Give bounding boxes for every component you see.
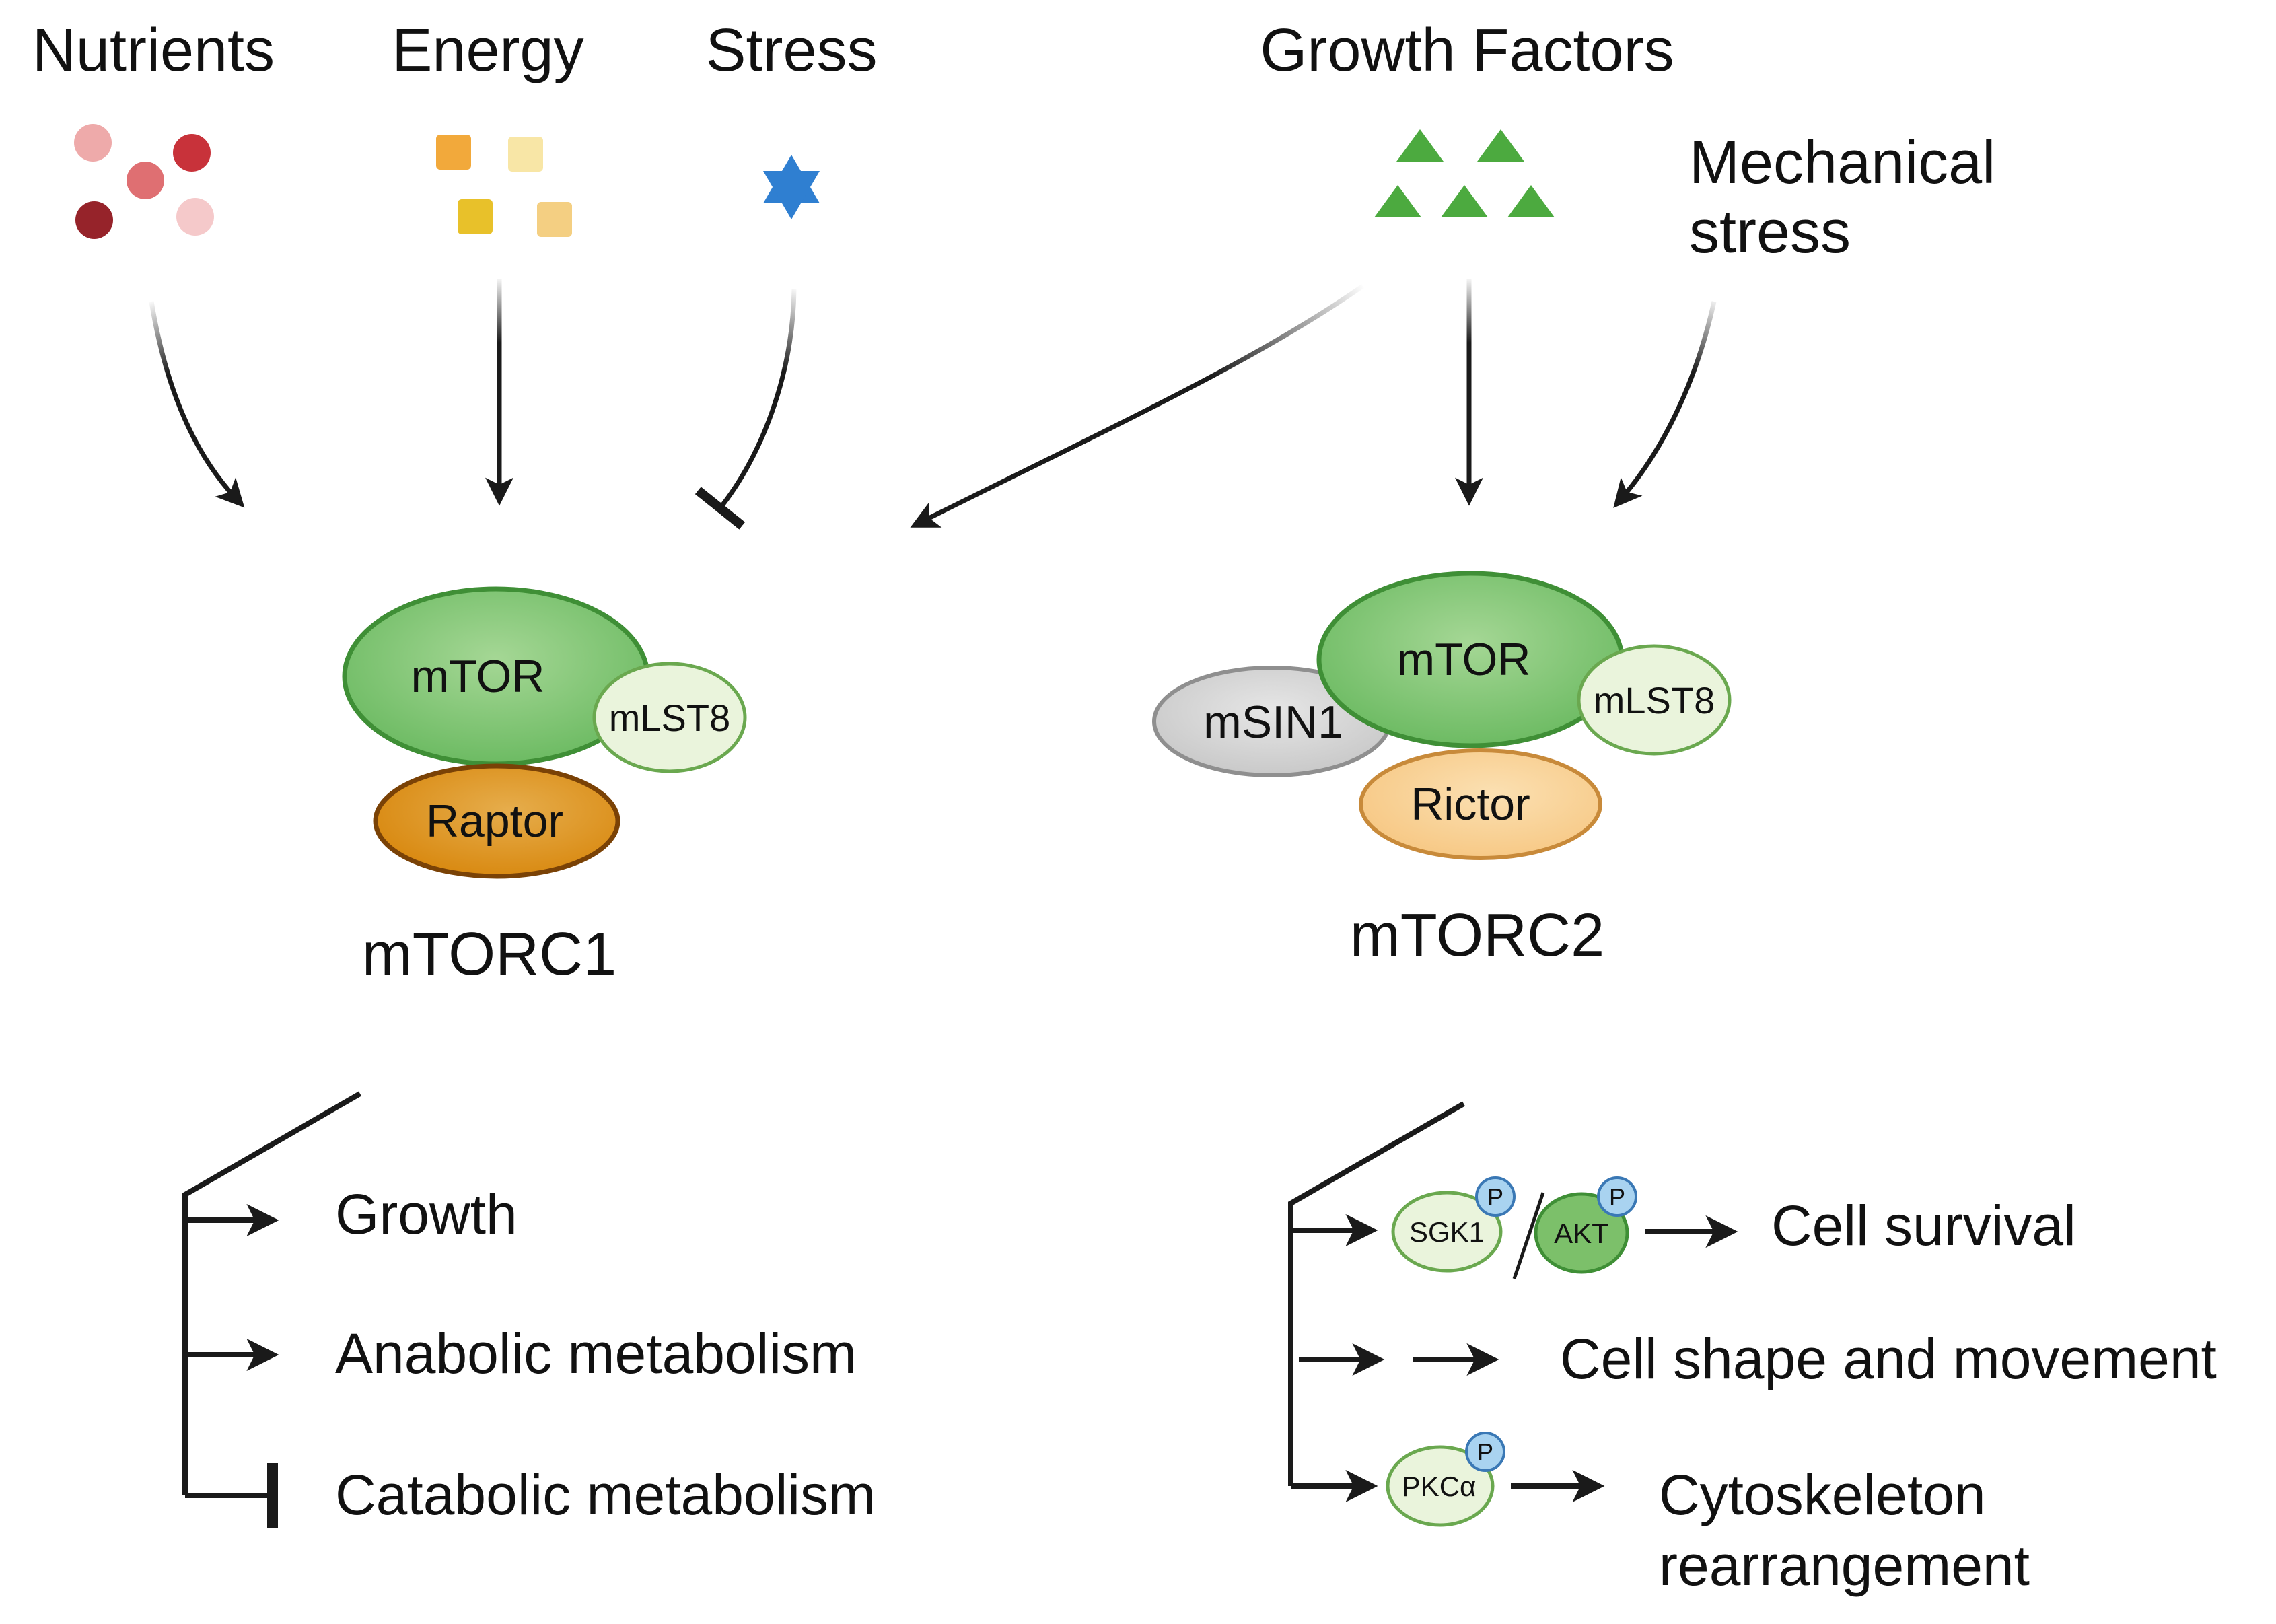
mtorc1-raptor-subunit: [373, 763, 620, 879]
mtorc2-rictor-subunit: [1359, 748, 1602, 860]
mtorc2-rictor-label: Rictor: [1411, 779, 1530, 830]
stress-inhibition-line: [695, 289, 797, 530]
pkca-phospho-badge: [1465, 1432, 1505, 1472]
nutrient-dots-icon: [74, 124, 214, 239]
mtorc1-raptor-label: Raptor: [426, 796, 563, 847]
growth-factors-to-mtorc1-arrow: [910, 284, 1365, 528]
cytoskeleton-label-line1: Cytoskeleton: [1659, 1463, 1986, 1526]
mtorc2-mtor-label: mTOR: [1397, 634, 1531, 685]
mtorc1-mlst8-label: mLST8: [609, 697, 731, 739]
growth-factors-label: Growth Factors: [1260, 17, 1674, 84]
catabolic-metabolism-label: Catabolic metabolism: [335, 1463, 876, 1526]
mtorc2-name: mTORC2: [1350, 902, 1604, 969]
growth-factor-triangles-icon: [1374, 129, 1555, 217]
cytoskeleton-label-line2: rearrangement: [1659, 1534, 2030, 1597]
mtorc2-complex: mSIN1 mTOR mLST8 Rictor: [1152, 571, 1732, 860]
sgk1-phospho-label: P: [1487, 1183, 1503, 1211]
cell-shape-movement-label: Cell shape and movement: [1560, 1327, 2217, 1390]
mtorc1-mtor-label: mTOR: [411, 651, 545, 702]
pkca-phospho-label: P: [1477, 1438, 1493, 1466]
sgk1-label: SGK1: [1409, 1216, 1485, 1248]
energy-squares-icon: [436, 135, 572, 237]
mechanical-stress-label-line2: stress: [1689, 199, 1851, 266]
akt-phospho-badge: [1597, 1176, 1637, 1217]
nutrients-label: Nutrients: [32, 17, 275, 84]
mtorc1-name: mTORC1: [362, 921, 616, 988]
mtorc2-output-bracket: [1288, 1101, 1465, 1486]
anabolic-metabolism-label: Anabolic metabolism: [335, 1322, 857, 1385]
nutrients-activation-arrow: [149, 301, 245, 508]
mtorc2-mlst8-label: mLST8: [1594, 679, 1715, 721]
stress-label: Stress: [705, 17, 877, 84]
akt-phospho-label: P: [1609, 1183, 1625, 1211]
cell-survival-label: Cell survival: [1771, 1194, 2076, 1257]
mechanical-stress-arrow: [1613, 301, 1717, 508]
sgk1-akt-separator: [1512, 1192, 1545, 1279]
akt-label: AKT: [1554, 1217, 1609, 1249]
mtorc1-mlst8-subunit: [592, 662, 747, 773]
mtorc1-output-bracket: [182, 1091, 361, 1495]
stress-star-icon: [763, 155, 820, 219]
mtorc1-complex: mTOR mLST8 Raptor: [342, 586, 747, 879]
mtorc2-mlst8-subunit: [1577, 644, 1732, 756]
mtorc2-msin1-label: mSIN1: [1203, 697, 1343, 748]
growth-label: Growth: [335, 1182, 518, 1246]
pkca-node: PKCα P: [1386, 1432, 1505, 1527]
sgk1-phospho-badge: [1475, 1176, 1516, 1217]
energy-label: Energy: [392, 17, 583, 84]
mechanical-stress-label-line1: Mechanical: [1689, 129, 1995, 197]
akt-node: AKT P: [1534, 1176, 1637, 1274]
pkca-label: PKCα: [1402, 1471, 1477, 1502]
sgk1-node: SGK1 P: [1391, 1176, 1516, 1273]
